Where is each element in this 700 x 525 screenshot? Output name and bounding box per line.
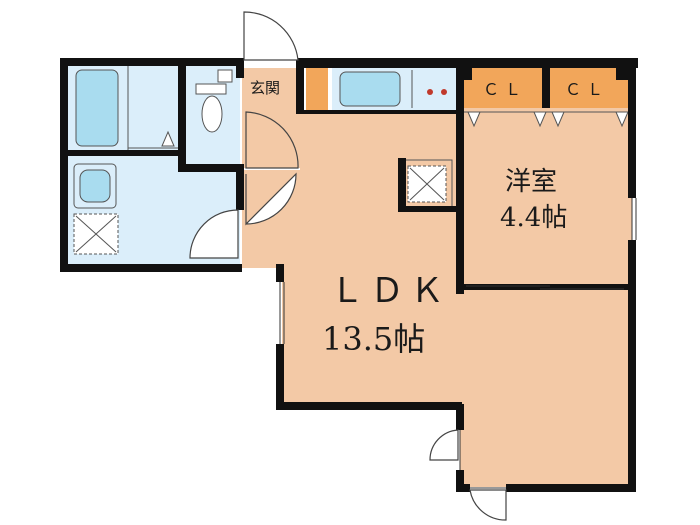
stove-burner-icon	[441, 89, 447, 95]
walls	[60, 58, 638, 492]
front-door-swing	[243, 11, 299, 61]
closet-label-2: ＣＬ	[565, 80, 609, 99]
shoe-storage	[306, 66, 328, 110]
kitchen-sink-icon	[339, 71, 401, 107]
washroom-door-swing	[189, 209, 239, 259]
washing-machine-pan	[73, 213, 119, 255]
ldk-floor	[242, 112, 630, 487]
western-room-size: 4.4帖	[500, 203, 567, 233]
closet-label-1: ＣＬ	[483, 80, 527, 99]
hall-door-swing	[245, 172, 297, 226]
labels: 玄関 ＣＬ ＣＬ 洋室 4.4帖 ＬＤＫ 13.5帖	[250, 79, 609, 358]
windows	[279, 198, 637, 489]
entrance-door-swing	[245, 111, 299, 169]
doors	[189, 11, 507, 521]
fixtures	[73, 66, 630, 255]
ldk-size: 13.5帖	[322, 320, 425, 358]
closet-floor-1	[462, 68, 542, 108]
bathtub-icon	[75, 69, 119, 147]
stove-burner-icon	[427, 89, 433, 95]
western-room-name: 洋室	[505, 167, 557, 197]
entrance-label: 玄関	[250, 79, 280, 97]
bottom-door-swing	[469, 489, 507, 521]
ldk-name: ＬＤＫ	[330, 271, 450, 311]
toilet-icon	[195, 69, 233, 133]
side-door-swing	[429, 429, 459, 461]
western-room-floor	[460, 108, 632, 290]
refrigerator-space	[401, 159, 453, 209]
